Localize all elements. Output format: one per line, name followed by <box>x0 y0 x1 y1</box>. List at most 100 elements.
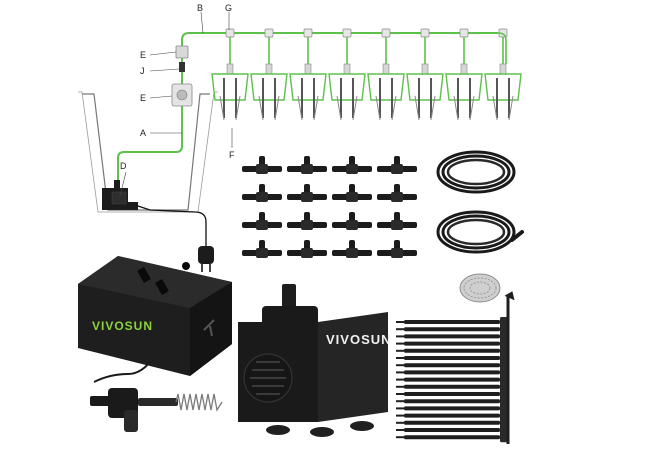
timer-box: VIVOSUN <box>78 256 232 376</box>
planter-tilt <box>336 95 358 121</box>
planter-outline <box>250 73 288 101</box>
callout-line-d <box>119 171 127 197</box>
tee-connector <box>332 240 372 258</box>
tubing-coil-bottom <box>436 210 524 254</box>
drop-connector <box>304 63 312 75</box>
tee-connector <box>287 156 327 174</box>
callout-line-j <box>149 68 180 72</box>
drip-stake <box>396 396 508 407</box>
top-connector <box>175 45 189 59</box>
pump-body-right <box>318 312 388 422</box>
drip-stake <box>396 367 508 378</box>
planter-outline <box>289 73 327 101</box>
tee-connector <box>377 156 417 174</box>
diagram-pump-outlet <box>114 180 120 189</box>
tee-connector <box>377 212 417 230</box>
label-e-top: E <box>140 50 146 60</box>
callout-line-b <box>200 11 204 34</box>
pump-top <box>262 306 318 326</box>
inline-part-j <box>179 62 185 72</box>
spring-icon <box>175 393 223 412</box>
diagram-pump-face <box>111 191 127 205</box>
inline-valve-part <box>90 361 178 432</box>
label-g: G <box>225 3 232 13</box>
planter-stakes <box>496 78 510 118</box>
tubing-coil-top <box>436 150 516 194</box>
socket-slot-left <box>137 267 151 283</box>
tee-connector <box>287 184 327 202</box>
tee-connector <box>287 212 327 230</box>
suction-cup-2 <box>310 427 334 437</box>
planter-tilt <box>375 95 397 121</box>
tee-connector <box>377 184 417 202</box>
drip-stake <box>396 324 508 335</box>
drip-stake <box>396 425 508 435</box>
callout-line-e-top <box>149 51 177 56</box>
drip-stake <box>396 389 508 399</box>
timer-side-mark <box>203 319 215 337</box>
drop-connector <box>460 63 468 75</box>
header-tee <box>264 28 274 38</box>
drip-stake <box>396 381 508 392</box>
pump-intake-grille <box>243 353 293 403</box>
mesh-filter-icon <box>459 273 501 303</box>
socket-slot-right <box>155 279 169 295</box>
header-tee <box>381 28 391 38</box>
drip-stake <box>396 432 508 443</box>
planter-stakes <box>457 78 471 118</box>
timer-brand: VIVOSUN <box>92 319 153 333</box>
drop-connector <box>499 63 507 75</box>
planter-outline <box>211 73 249 101</box>
drip-stake <box>396 317 508 327</box>
planter-tilt <box>219 95 241 121</box>
planter-stakes <box>223 78 237 118</box>
tee-connector <box>287 240 327 258</box>
planter-outline <box>406 73 444 101</box>
drop-connector <box>265 63 273 75</box>
tee-connector <box>332 212 372 230</box>
planter-tilt <box>297 95 319 121</box>
drop-connector <box>382 63 390 75</box>
flow-valve-knob <box>176 89 188 101</box>
tee-connector <box>377 240 417 258</box>
header-tee <box>420 28 430 38</box>
planter-stakes <box>262 78 276 118</box>
drop-connector <box>343 63 351 75</box>
label-f: F <box>229 150 235 160</box>
tee-connector <box>242 240 282 258</box>
planter-stakes <box>340 78 354 118</box>
irrigation-diagram: B G E J E A D F <box>78 3 522 272</box>
diagram-pump-suction <box>128 202 138 210</box>
header-tee <box>225 28 235 38</box>
tee-connector <box>242 156 282 174</box>
drip-stake-set <box>396 291 515 444</box>
suction-cup-1 <box>266 425 290 435</box>
suction-cup-3 <box>350 421 374 431</box>
label-d: D <box>120 161 127 171</box>
tee-connector <box>332 184 372 202</box>
drip-stake <box>396 374 508 385</box>
header-tees <box>225 28 508 38</box>
planter-outline <box>484 73 522 101</box>
label-b: B <box>197 3 203 13</box>
drip-stake <box>396 417 508 428</box>
main-tube <box>117 32 498 186</box>
tee-connector <box>242 184 282 202</box>
planter-tilt <box>414 95 436 121</box>
valve-base <box>124 410 138 432</box>
drip-stake <box>396 353 508 363</box>
planter-row <box>211 32 522 121</box>
planter-tilt <box>492 95 514 121</box>
label-a: A <box>140 128 146 138</box>
label-j: J <box>140 66 145 76</box>
drip-stake <box>396 338 508 349</box>
header-tee <box>303 28 313 38</box>
header-end <box>497 32 507 64</box>
planter-tilt <box>258 95 280 121</box>
planter-outline <box>445 73 483 101</box>
tee-connector-set <box>242 156 417 258</box>
stake-spine-top <box>504 291 515 301</box>
submersible-pump: VIVOSUN <box>238 284 391 437</box>
drip-stake <box>396 360 508 371</box>
